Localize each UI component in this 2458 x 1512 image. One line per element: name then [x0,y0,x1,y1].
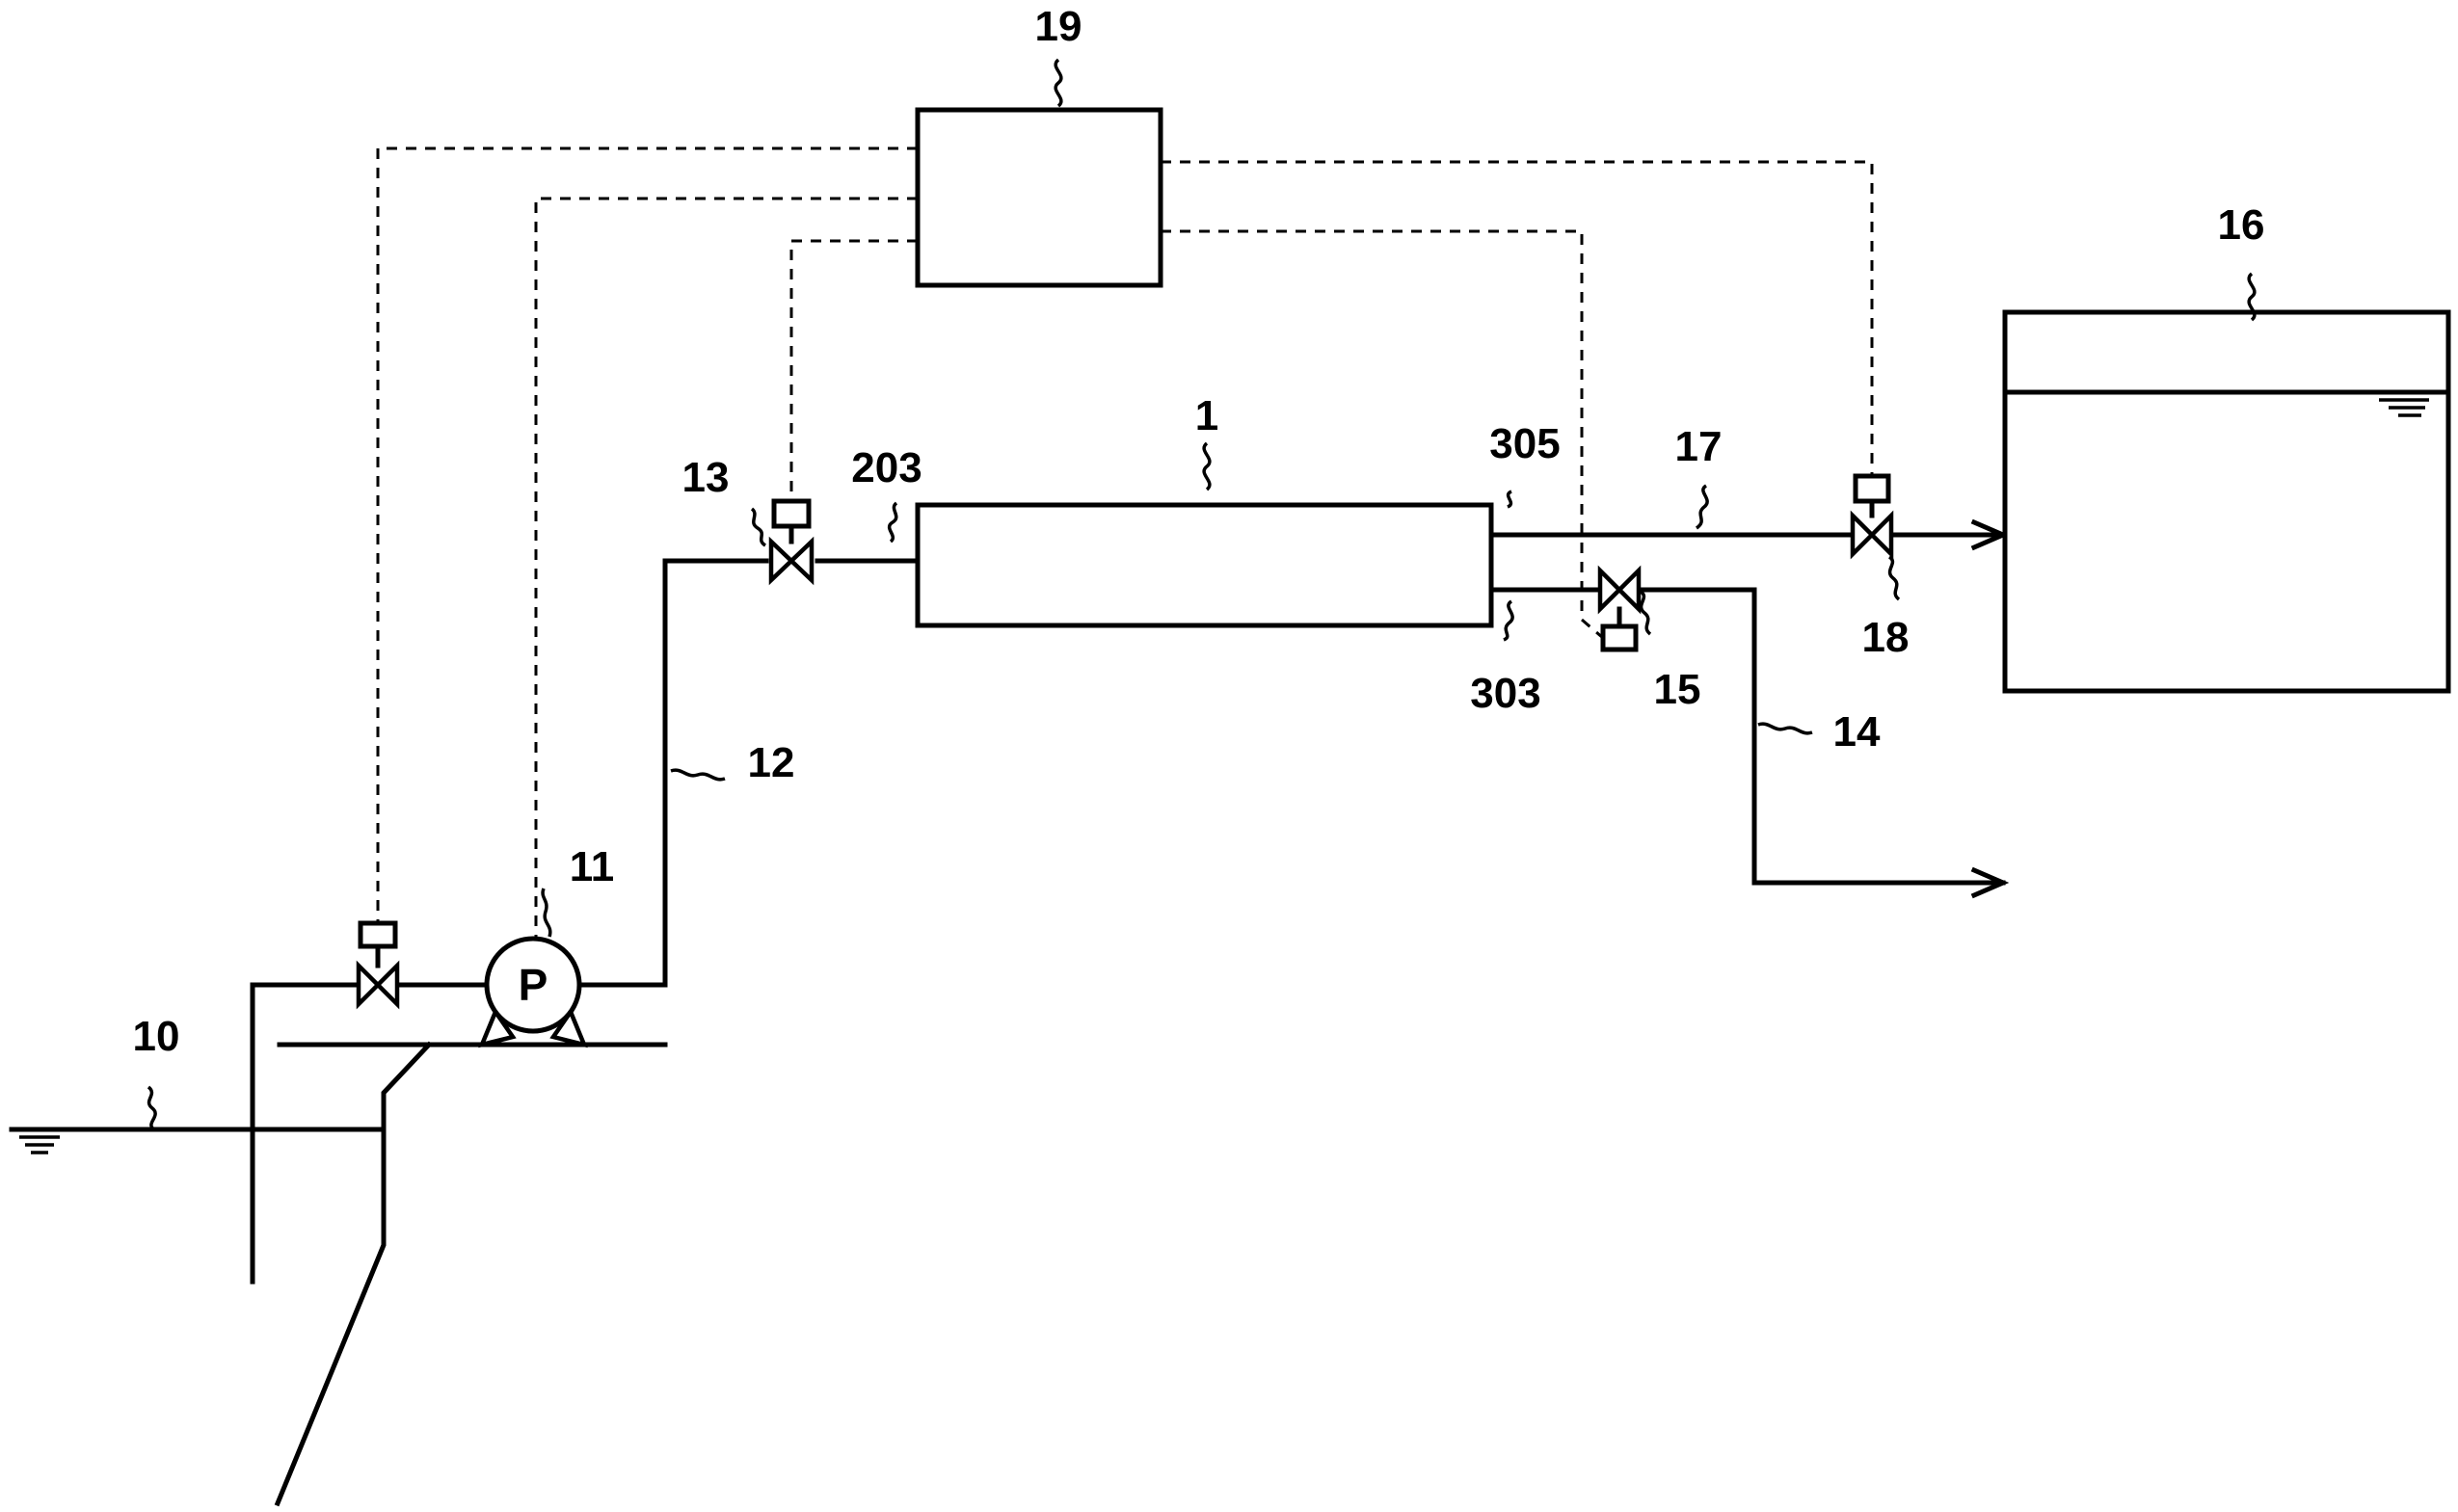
pump-symbol: P [519,960,548,1010]
membrane-module [915,502,1494,628]
label-concentrate-pipe: 14 [1833,708,1881,756]
label-feed-port: 203 [851,444,922,491]
signal-to-intake-valve [376,146,918,923]
permeate-pipe [1488,518,2010,551]
signal-to-feed-valve [789,239,918,501]
label-permeate-port: 305 [1489,420,1560,467]
feed-pipe [576,558,921,988]
permeate-valve [1850,473,1894,560]
reference-labels: 19 1 16 203 13 305 17 18 303 15 14 12 11… [133,3,2265,1060]
water-source [9,1041,668,1507]
concentrate-pipe [1488,587,2010,899]
label-concentrate-port: 303 [1470,670,1540,717]
controller [915,107,1163,288]
label-feed-pipe: 12 [748,739,795,786]
label-permeate-pipe: 17 [1675,423,1723,470]
signal-lines [376,146,1874,939]
signal-to-permeate-valve [1161,160,1874,476]
concentrate-valve [1597,565,1642,652]
concentrate-arrow-head [1970,866,2010,899]
tank-level-mark [2379,398,2429,417]
label-water-source: 10 [133,1013,180,1060]
leader-lines [147,58,2257,1131]
label-controller: 19 [1035,3,1082,50]
bank-contour [274,1041,433,1507]
label-permeate-valve: 18 [1862,614,1910,661]
signal-to-pump [534,197,918,939]
label-tank: 16 [2218,201,2265,249]
label-feed-valve: 13 [682,454,730,501]
pump: P [478,936,588,1048]
label-pump: 11 [570,843,615,890]
label-concentrate-valve: 15 [1654,666,1701,713]
water-level-mark [19,1135,60,1154]
pump-foot-right [549,1007,588,1048]
feed-valve [768,498,815,586]
storage-tank [2002,309,2451,694]
label-membrane-module: 1 [1195,392,1218,439]
intake-valve [356,920,400,1010]
pump-foot-left [478,1007,517,1048]
intake-pipe [250,982,490,1285]
